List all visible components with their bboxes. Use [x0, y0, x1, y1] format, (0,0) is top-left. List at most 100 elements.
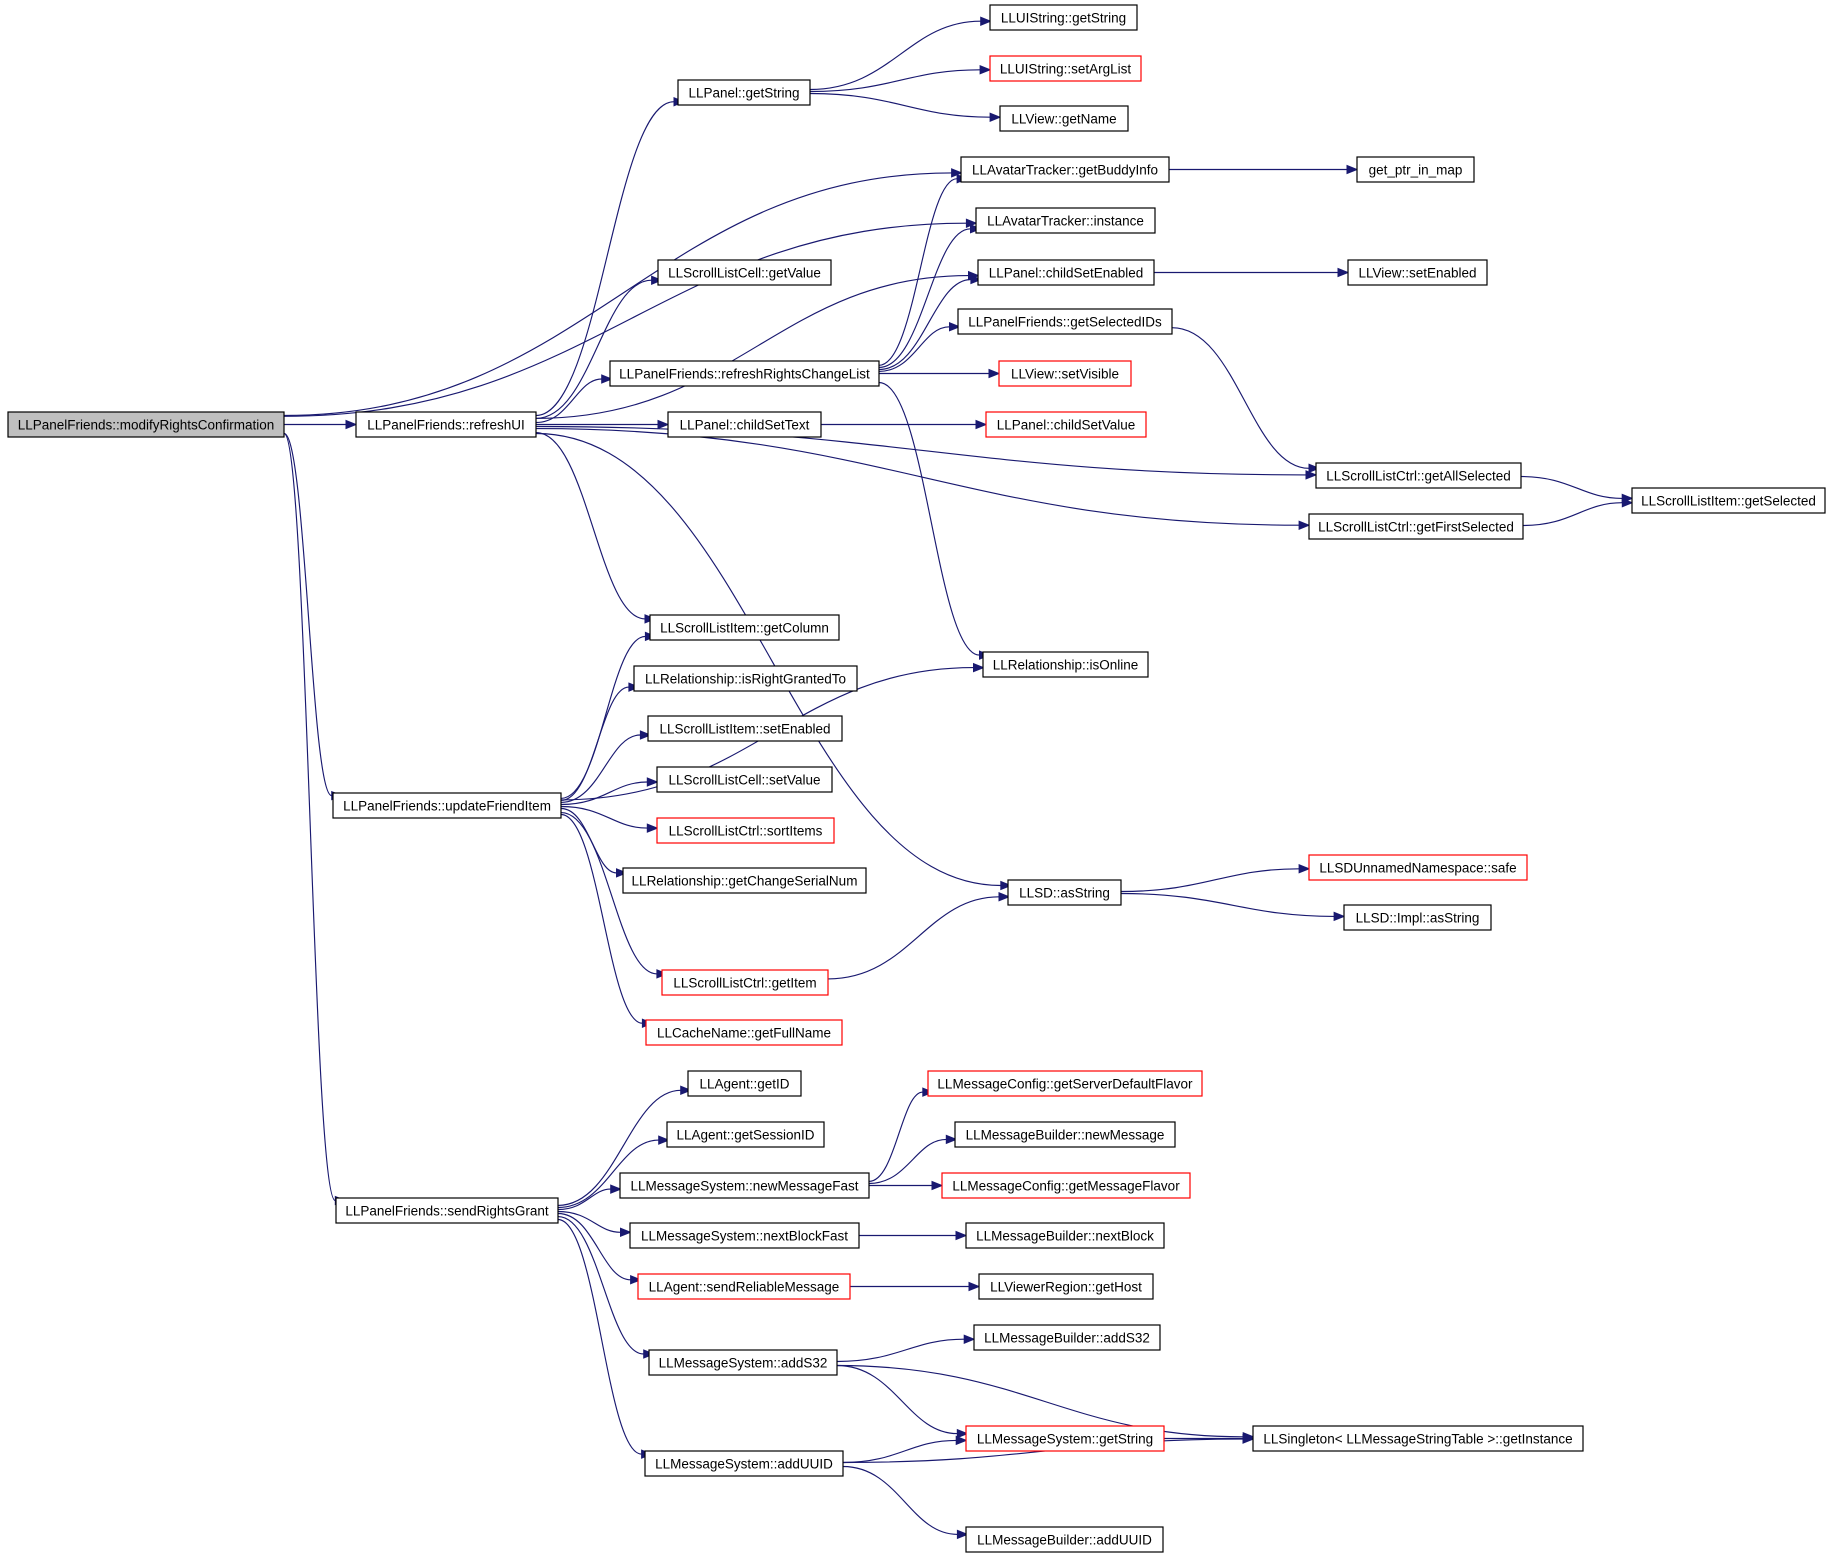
graph-node-getFullName[interactable]: LLCacheName::getFullName — [645, 1019, 843, 1046]
graph-node-panelGetString[interactable]: LLPanel::getString — [677, 79, 811, 106]
arrowhead — [1333, 911, 1346, 922]
node-label: LLRelationship::isRightGrantedTo — [645, 672, 846, 687]
graph-node-getBuddyInfo[interactable]: LLAvatarTracker::getBuddyInfo — [960, 156, 1170, 183]
graph-node-itemGetColumn[interactable]: LLScrollListItem::getColumn — [649, 614, 840, 641]
node-label: LLPanelFriends::sendRightsGrant — [345, 1204, 549, 1219]
edge-line — [809, 92, 991, 118]
graph-node-sendRightsGrant[interactable]: LLPanelFriends::sendRightsGrant — [335, 1197, 559, 1224]
graph-node-updateFriendItem[interactable]: LLPanelFriends::updateFriendItem — [332, 792, 562, 819]
graph-node-builderNewMessage[interactable]: LLMessageBuilder::newMessage — [954, 1121, 1176, 1148]
edge-ctrlGetItem-to-llsdAsString — [827, 892, 1011, 980]
node-box — [975, 207, 1156, 234]
graph-node-unnamedSafe[interactable]: LLSDUnnamedNamespace::safe — [1308, 854, 1528, 881]
graph-node-sortItems[interactable]: LLScrollListCtrl::sortItems — [656, 817, 835, 844]
graph-node-avatarTrackerInstance[interactable]: LLAvatarTracker::instance — [975, 207, 1156, 234]
graph-node-getSelectedIDs[interactable]: LLPanelFriends::getSelectedIDs — [957, 308, 1173, 335]
node-box — [978, 1273, 1154, 1300]
graph-node-uiStringGetString[interactable]: LLUIString::getString — [989, 4, 1138, 31]
graph-node-builderNextBlock[interactable]: LLMessageBuilder::nextBlock — [965, 1222, 1165, 1249]
graph-node-getMessageFlavor[interactable]: LLMessageConfig::getMessageFlavor — [941, 1172, 1191, 1199]
arrowhead — [651, 275, 663, 285]
node-label: LLAgent::getSessionID — [676, 1128, 814, 1143]
node-label: LLViewerRegion::getHost — [990, 1280, 1142, 1295]
arrowhead — [1346, 164, 1359, 175]
node-label: LLUIString::setArgList — [1000, 62, 1132, 77]
arrowhead — [345, 419, 358, 430]
edge-panelGetString-to-uiStringSetArgList — [809, 65, 992, 93]
graph-node-builderAddS32[interactable]: LLMessageBuilder::addS32 — [973, 1324, 1161, 1351]
arrowhead — [658, 1135, 671, 1145]
node-label: LLRelationship::getChangeSerialNum — [632, 874, 858, 889]
graph-node-isRightGrantedTo[interactable]: LLRelationship::isRightGrantedTo — [633, 665, 858, 692]
graph-node-childSetEnabled[interactable]: LLPanel::childSetEnabled — [977, 259, 1155, 286]
graph-node-ctrlGetItem[interactable]: LLScrollListCtrl::getItem — [661, 969, 829, 996]
node-label: LLMessageBuilder::addS32 — [984, 1331, 1150, 1346]
arrowhead — [1000, 880, 1013, 891]
edge-line — [809, 69, 981, 93]
arrowhead — [998, 892, 1011, 902]
graph-node-msgGetString[interactable]: LLMessageSystem::getString — [965, 1425, 1165, 1452]
graph-node-cellSetValue[interactable]: LLScrollListCell::setValue — [656, 766, 833, 793]
edge-childSetText-to-childSetValue — [820, 419, 988, 430]
node-box — [989, 55, 1142, 82]
graph-node-sendReliableMessage[interactable]: LLAgent::sendReliableMessage — [637, 1273, 851, 1300]
graph-node-agentGetSessionID[interactable]: LLAgent::getSessionID — [666, 1121, 825, 1148]
arrowhead — [955, 1435, 968, 1446]
edge-line — [557, 1188, 611, 1211]
graph-node-msgAddS32[interactable]: LLMessageSystem::addS32 — [648, 1349, 838, 1376]
graph-node-uiStringSetArgList[interactable]: LLUIString::setArgList — [989, 55, 1142, 82]
edge-line — [827, 896, 1000, 980]
graph-node-itemGetSelected[interactable]: LLScrollListItem::getSelected — [1631, 487, 1826, 514]
graph-node-cellGetValue[interactable]: LLScrollListCell::getValue — [657, 259, 832, 286]
edge-updateFriendItem-to-getFullName — [560, 813, 654, 1028]
edge-msgAddS32-to-builderAddS32 — [836, 1334, 976, 1363]
node-box — [667, 411, 822, 438]
edge-line — [1520, 475, 1623, 499]
graph-node-getServerDefaultFlavor[interactable]: LLMessageConfig::getServerDefaultFlavor — [927, 1070, 1203, 1097]
graph-node-refreshUI[interactable]: LLPanelFriends::refreshUI — [355, 411, 537, 438]
graph-node-getPtrInMap[interactable]: get_ptr_in_map — [1356, 156, 1475, 183]
graph-node-implAsString[interactable]: LLSD::Impl::asString — [1343, 904, 1492, 931]
graph-node-singletonGetInstance[interactable]: LLSingleton< LLMessageStringTable >::get… — [1252, 1425, 1584, 1452]
graph-node-viewSetEnabled[interactable]: LLView::setEnabled — [1347, 259, 1488, 286]
graph-node-childSetValue[interactable]: LLPanel::childSetValue — [985, 411, 1147, 438]
graph-node-viewSetVisible[interactable]: LLView::setVisible — [998, 360, 1132, 387]
edge-refreshUI-to-itemGetColumn — [535, 432, 657, 624]
graph-node-getFirstSelected[interactable]: LLScrollListCtrl::getFirstSelected — [1308, 513, 1524, 540]
arrowhead — [657, 419, 670, 430]
node-box — [1343, 904, 1492, 931]
edge-refreshRightsChangeList-to-getSelectedIDs — [878, 322, 961, 372]
node-label: LLAvatarTracker::instance — [987, 214, 1144, 229]
node-label: LLMessageSystem::newMessageFast — [630, 1179, 858, 1194]
graph-node-builderAddUUID[interactable]: LLMessageBuilder::addUUID — [965, 1526, 1164, 1553]
edge-line — [283, 222, 967, 417]
graph-node-getAllSelected[interactable]: LLScrollListCtrl::getAllSelected — [1315, 462, 1522, 489]
graph-node-itemSetEnabled[interactable]: LLScrollListItem::setEnabled — [647, 715, 843, 742]
node-label: LLAgent::getID — [699, 1077, 789, 1092]
edge-sendRightsGrant-to-msgAddUUID — [557, 1218, 653, 1459]
edge-modifyRightsConfirmation-to-updateFriendItem — [283, 432, 344, 801]
graph-node-newMessageFast[interactable]: LLMessageSystem::newMessageFast — [619, 1172, 870, 1199]
edge-sendRightsGrant-to-agentGetSessionID — [557, 1135, 671, 1209]
graph-node-refreshRightsChangeList[interactable]: LLPanelFriends::refreshRightsChangeList — [609, 360, 880, 387]
node-label: get_ptr_in_map — [1369, 163, 1463, 178]
graph-node-llsdAsString[interactable]: LLSD::asString — [1007, 879, 1122, 906]
node-box — [941, 1172, 1191, 1199]
graph-node-regionGetHost[interactable]: LLViewerRegion::getHost — [978, 1273, 1154, 1300]
edge-line — [557, 1210, 621, 1233]
node-box — [648, 1349, 838, 1376]
edge-sendRightsGrant-to-newMessageFast — [557, 1184, 623, 1211]
graph-node-agentGetID[interactable]: LLAgent::getID — [687, 1070, 802, 1097]
graph-node-childSetText[interactable]: LLPanel::childSetText — [667, 411, 822, 438]
graph-node-msgAddUUID[interactable]: LLMessageSystem::addUUID — [644, 1450, 844, 1477]
graph-node-nextBlockFast[interactable]: LLMessageSystem::nextBlockFast — [629, 1222, 860, 1249]
edge-updateFriendItem-to-ctrlGetItem — [560, 812, 669, 979]
graph-node-viewGetName[interactable]: LLView::getName — [999, 105, 1129, 132]
graph-node-isOnline[interactable]: LLRelationship::isOnline — [982, 651, 1149, 678]
graph-node-getChangeSerialNum[interactable]: LLRelationship::getChangeSerialNum — [622, 867, 867, 894]
node-box — [965, 1425, 1165, 1452]
graph-node-modifyRightsConfirmation[interactable]: LLPanelFriends::modifyRightsConfirmation — [7, 411, 285, 438]
edge-modifyRightsConfirmation-to-sendRightsGrant — [283, 432, 347, 1206]
node-label: LLPanelFriends::updateFriendItem — [343, 799, 551, 814]
